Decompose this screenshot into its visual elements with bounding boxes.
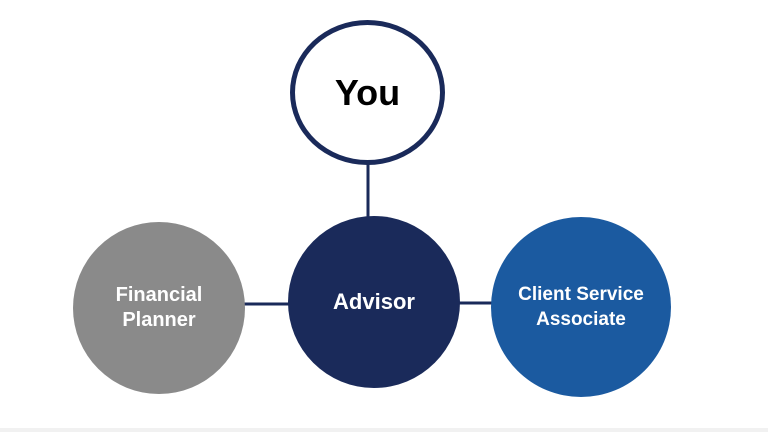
node-financial-planner: Financial Planner — [73, 222, 245, 394]
node-client-service-associate-label: Client Service Associate — [518, 284, 644, 330]
bottom-band — [0, 428, 768, 432]
node-financial-planner-label: Financial Planner — [115, 284, 203, 331]
node-advisor-label: Advisor — [333, 289, 415, 314]
node-client-service-associate: Client Service Associate — [491, 217, 671, 397]
node-you: You — [290, 20, 445, 165]
node-advisor: Advisor — [288, 216, 460, 388]
node-you-label: You — [334, 71, 401, 113]
